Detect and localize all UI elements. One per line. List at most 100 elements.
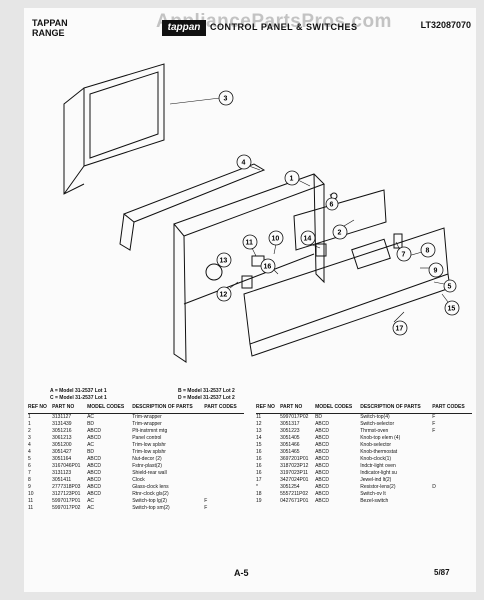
cell-ref: 11	[256, 414, 262, 420]
cell-desc: Fstnr-plast(2)	[132, 463, 162, 469]
cell-desc: Plt-instrmnt mtg	[132, 428, 168, 434]
model-number: LT32087070	[420, 20, 471, 30]
cell-part: 3051405	[280, 435, 300, 441]
cell-part: 3131123	[52, 470, 72, 476]
callout-label: 1	[290, 176, 294, 183]
cell-model: ABCD	[315, 463, 329, 469]
watermark: AppliancePartsPros.com	[156, 11, 392, 32]
cell-desc: Bezel-switch	[360, 498, 389, 504]
cell-model: ABCD	[315, 449, 329, 455]
callout-label: 10	[272, 236, 280, 243]
cell-ref: 16	[256, 470, 262, 476]
cell-model: ABCD	[87, 463, 101, 469]
col-ref: REF NO	[28, 404, 53, 414]
legend-entry: B = Model 31-2537 Lot 2	[178, 388, 235, 394]
cell-part: 3051427	[52, 449, 72, 455]
part-shape-trim-wrapper	[173, 173, 325, 237]
cell-part: 5557211P02	[280, 491, 309, 497]
cell-desc: Knob-thermostat	[360, 449, 398, 455]
cell-model: ABCD	[87, 470, 101, 476]
col-code: PART CODES	[432, 404, 472, 414]
cell-desc: Resistor-lens(2)	[360, 484, 396, 490]
col-part: PART NO	[280, 404, 316, 414]
cell-code	[432, 477, 472, 484]
cell-model: AC	[87, 414, 95, 420]
parts-sheet: AppliancePartsPros.com TAPPAN RANGE tapp…	[24, 8, 476, 592]
cell-code	[432, 491, 472, 498]
cell-part: 3051216	[52, 428, 72, 434]
cell-desc: Clock	[132, 477, 145, 483]
cell-code	[204, 463, 244, 470]
cell-part: 3061213	[52, 435, 72, 441]
cell-desc: Trim-wrapper	[132, 414, 162, 420]
cell-desc: Switch-top sm(2)	[132, 505, 170, 511]
parts-table-left: REF NO PART NO MODEL CODES DESCRIPTION O…	[28, 404, 244, 512]
cell-ref: 1	[28, 421, 31, 427]
cell-code: F	[204, 505, 208, 511]
cell-desc: Trim-low splshr	[132, 442, 166, 448]
cell-code: F	[432, 428, 436, 434]
cell-model: ABCD	[87, 491, 101, 497]
cell-part: 3131127	[52, 414, 72, 420]
callout-label: 4	[242, 160, 246, 167]
cell-model: ABCD	[315, 428, 329, 434]
cell-desc: Indctr-light oven	[360, 463, 396, 469]
cell-ref: 6	[28, 463, 31, 469]
cell-part: 3051411	[52, 477, 72, 483]
cell-part: 3051223	[280, 428, 300, 434]
cell-part: 3127123P01	[52, 491, 81, 497]
exploded-parts-diagram: 3 4 1 6 2 13 11 10 14 7 8 9 5 15 17 12 1…	[63, 63, 460, 363]
cell-ref: 1	[28, 414, 31, 420]
callout-label: 12	[220, 292, 228, 299]
cell-part: 3167046P01	[52, 463, 81, 469]
cell-desc: Glass-clock lens	[132, 484, 169, 490]
cell-model: ABCD	[87, 428, 101, 434]
cell-code	[432, 498, 472, 505]
cell-desc: Panel control	[132, 435, 162, 441]
cell-code	[204, 442, 244, 449]
cell-code	[432, 449, 472, 456]
callout-label: 17	[396, 326, 404, 333]
cell-code	[204, 491, 244, 498]
cell-ref: 12	[256, 421, 262, 427]
cell-desc: Knob-selector	[360, 442, 392, 448]
cell-code	[432, 470, 472, 477]
cell-model: AC	[87, 505, 95, 511]
cell-ref: 11	[28, 498, 34, 504]
callout-label: 16	[264, 264, 272, 271]
col-desc: DESCRIPTION OF PARTS	[360, 404, 433, 414]
brand-name: TAPPAN RANGE	[32, 18, 68, 38]
col-part: PART NO	[52, 404, 88, 414]
cell-part: 3051254	[280, 484, 300, 490]
cell-part: 2777318P03	[52, 484, 81, 490]
cell-code	[432, 435, 472, 442]
part-shape-panel-control	[83, 63, 165, 167]
cell-model: ABCD	[315, 470, 329, 476]
cell-model: BD	[87, 449, 95, 455]
part-shape-clock	[351, 238, 391, 270]
cell-code	[204, 414, 244, 422]
cell-desc: Jewel-ind lt(2)	[360, 477, 392, 483]
callout-label: 9	[434, 268, 438, 275]
cell-code: F	[432, 421, 436, 427]
table-row: 6 3167046P01 ABCD Fstnr-plast(2)	[28, 463, 244, 470]
cell-ref: 4	[28, 442, 31, 448]
cell-code	[432, 456, 472, 463]
callout-label: 11	[246, 240, 254, 247]
page-number: A-5	[234, 568, 249, 578]
col-code: PART CODES	[204, 404, 244, 414]
part-shape-trim-low	[123, 163, 266, 223]
